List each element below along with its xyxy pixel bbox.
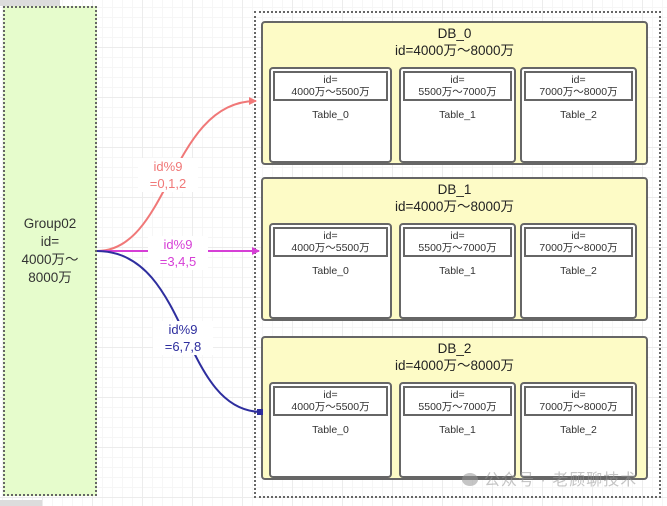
table-box: id= 5500万～7000万 Table_1 (399, 67, 516, 163)
table-box: id= 4000万～5500万 Table_0 (269, 67, 392, 163)
table-header-range: 4000万～5500万 (291, 86, 370, 98)
table-header-line1: id= (450, 74, 465, 86)
table-header-line1: id= (323, 230, 338, 242)
route-label-line2: =3,4,5 (159, 254, 197, 269)
db-1: DB_1 id=4000万～8000万 id= 4000万～5500万 Tabl… (261, 177, 648, 321)
table-header-line1: id= (450, 230, 465, 242)
route-label-db2: id%9 =6,7,8 (153, 321, 213, 355)
bottom-edge-strip (0, 500, 42, 506)
table-box: id= 7000万～8000万 Table_2 (520, 382, 637, 478)
table-name: Table_1 (439, 109, 476, 121)
table-name: Table_0 (312, 265, 349, 277)
db-title: DB_0 (437, 26, 472, 41)
table-header-line1: id= (571, 74, 586, 86)
table-header: id= 7000万～8000万 (524, 386, 633, 416)
route-label-line1: id%9 (153, 159, 183, 174)
table-header-range: 5500万～7000万 (418, 86, 497, 98)
db-title: DB_1 (437, 182, 472, 197)
wechat-icon (462, 473, 478, 486)
table-header-range: 4000万～5500万 (291, 401, 370, 413)
watermark-text: 公众号 · 老顾聊技术 (484, 472, 638, 489)
table-header-range: 7000万～8000万 (539, 401, 618, 413)
table-header: id= 7000万～8000万 (524, 71, 633, 101)
table-box: id= 5500万～7000万 Table_1 (399, 223, 516, 319)
table-header-line1: id= (323, 389, 338, 401)
table-name: Table_2 (560, 424, 597, 436)
watermark: 公众号 · 老顾聊技术 (462, 466, 637, 490)
table-header: id= 5500万～7000万 (403, 227, 512, 257)
table-box: id= 4000万～5500万 Table_0 (269, 382, 392, 478)
route-label-line2: =6,7,8 (164, 339, 202, 354)
table-name: Table_1 (439, 265, 476, 277)
group02-box: Group02 id= 4000万～ 8000万 (3, 6, 97, 496)
table-header-line1: id= (450, 389, 465, 401)
route-label-line1: id%9 (163, 237, 193, 252)
group02-label: Group02 id= 4000万～ 8000万 (21, 216, 79, 285)
table-header: id= 5500万～7000万 (403, 386, 512, 416)
route-label-db1: id%9 =3,4,5 (148, 236, 208, 270)
table-header-range: 7000万～8000万 (539, 242, 618, 254)
route-label-line2: =0,1,2 (149, 176, 187, 191)
db-title: DB_2 (437, 341, 472, 356)
table-header: id= 7000万～8000万 (524, 227, 633, 257)
table-name: Table_1 (439, 424, 476, 436)
db-range: id=4000万～8000万 (395, 43, 514, 58)
table-name: Table_2 (560, 265, 597, 277)
table-header: id= 4000万～5500万 (273, 386, 388, 416)
table-box: id= 5500万～7000万 Table_1 (399, 382, 516, 478)
table-header-line1: id= (323, 74, 338, 86)
route-label-db0: id%9 =0,1,2 (138, 158, 198, 192)
table-header: id= 4000万～5500万 (273, 71, 388, 101)
table-header-range: 5500万～7000万 (418, 242, 497, 254)
table-name: Table_2 (560, 109, 597, 121)
table-header-range: 7000万～8000万 (539, 86, 618, 98)
table-box: id= 7000万～8000万 Table_2 (520, 223, 637, 319)
route-label-line1: id%9 (168, 322, 198, 337)
table-name: Table_0 (312, 109, 349, 121)
table-header: id= 5500万～7000万 (403, 71, 512, 101)
table-header-line1: id= (571, 230, 586, 242)
db-0: DB_0 id=4000万～8000万 id= 4000万～5500万 Tabl… (261, 21, 648, 165)
db-range: id=4000万～8000万 (395, 358, 514, 373)
db-2: DB_2 id=4000万～8000万 id= 4000万～5500万 Tabl… (261, 336, 648, 480)
table-box: id= 4000万～5500万 Table_0 (269, 223, 392, 319)
table-header: id= 4000万～5500万 (273, 227, 388, 257)
db-range: id=4000万～8000万 (395, 199, 514, 214)
table-box: id= 7000万～8000万 Table_2 (520, 67, 637, 163)
table-header-line1: id= (571, 389, 586, 401)
table-header-range: 4000万～5500万 (291, 242, 370, 254)
table-name: Table_0 (312, 424, 349, 436)
table-header-range: 5500万～7000万 (418, 401, 497, 413)
top-edge-strip (0, 0, 60, 6)
